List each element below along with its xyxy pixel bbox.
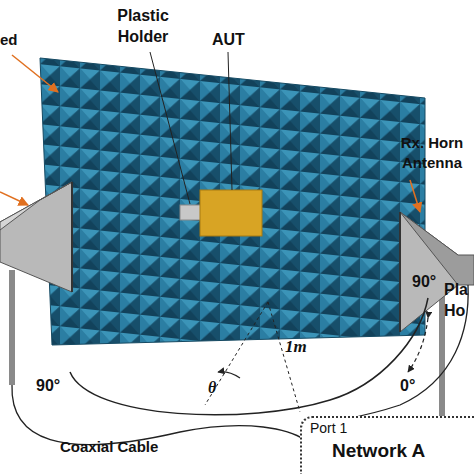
- leader-arrow: [410, 180, 420, 212]
- tx-horn: [0, 182, 72, 292]
- aut-patch: [200, 190, 262, 236]
- leader-line: [228, 52, 232, 190]
- part-label: Rx. Horn Antenna: [390, 133, 474, 172]
- angle-symbol: θ: [208, 378, 216, 399]
- distance-label: 1m: [285, 336, 307, 358]
- leader-arrow: [0, 192, 28, 205]
- label-text: ed: [0, 30, 18, 50]
- angle-line: [205, 302, 268, 405]
- radius-line: [268, 302, 300, 412]
- horn-aperture: [399, 212, 401, 332]
- part-label: Plastic Holder: [110, 6, 176, 48]
- horn-aperture: [71, 182, 73, 292]
- rotation-arrow: [408, 318, 428, 372]
- part-label: Coaxial Cable: [60, 437, 158, 457]
- plastic-holder: [180, 205, 202, 220]
- instrument-name: Network A: [332, 440, 425, 462]
- part-label: Pla Ho: [444, 280, 474, 322]
- rx-horn-throat: [400, 212, 474, 285]
- absorber-wall: [40, 58, 425, 345]
- stand-pole: [9, 270, 15, 385]
- part-label: AUT: [212, 30, 245, 51]
- port-label: Port 1: [310, 420, 347, 436]
- angle-arrow: [218, 372, 240, 378]
- instrument-box: Port 1 Network A: [300, 416, 474, 474]
- angle-label: 90°: [412, 272, 436, 293]
- leader-line: [150, 52, 190, 204]
- angle-label: 90°: [36, 376, 60, 397]
- angle-label: 0°: [400, 376, 415, 397]
- rotation-arc: [70, 298, 428, 415]
- leader-arrow: [12, 55, 58, 92]
- tx-horn-face: [0, 182, 72, 230]
